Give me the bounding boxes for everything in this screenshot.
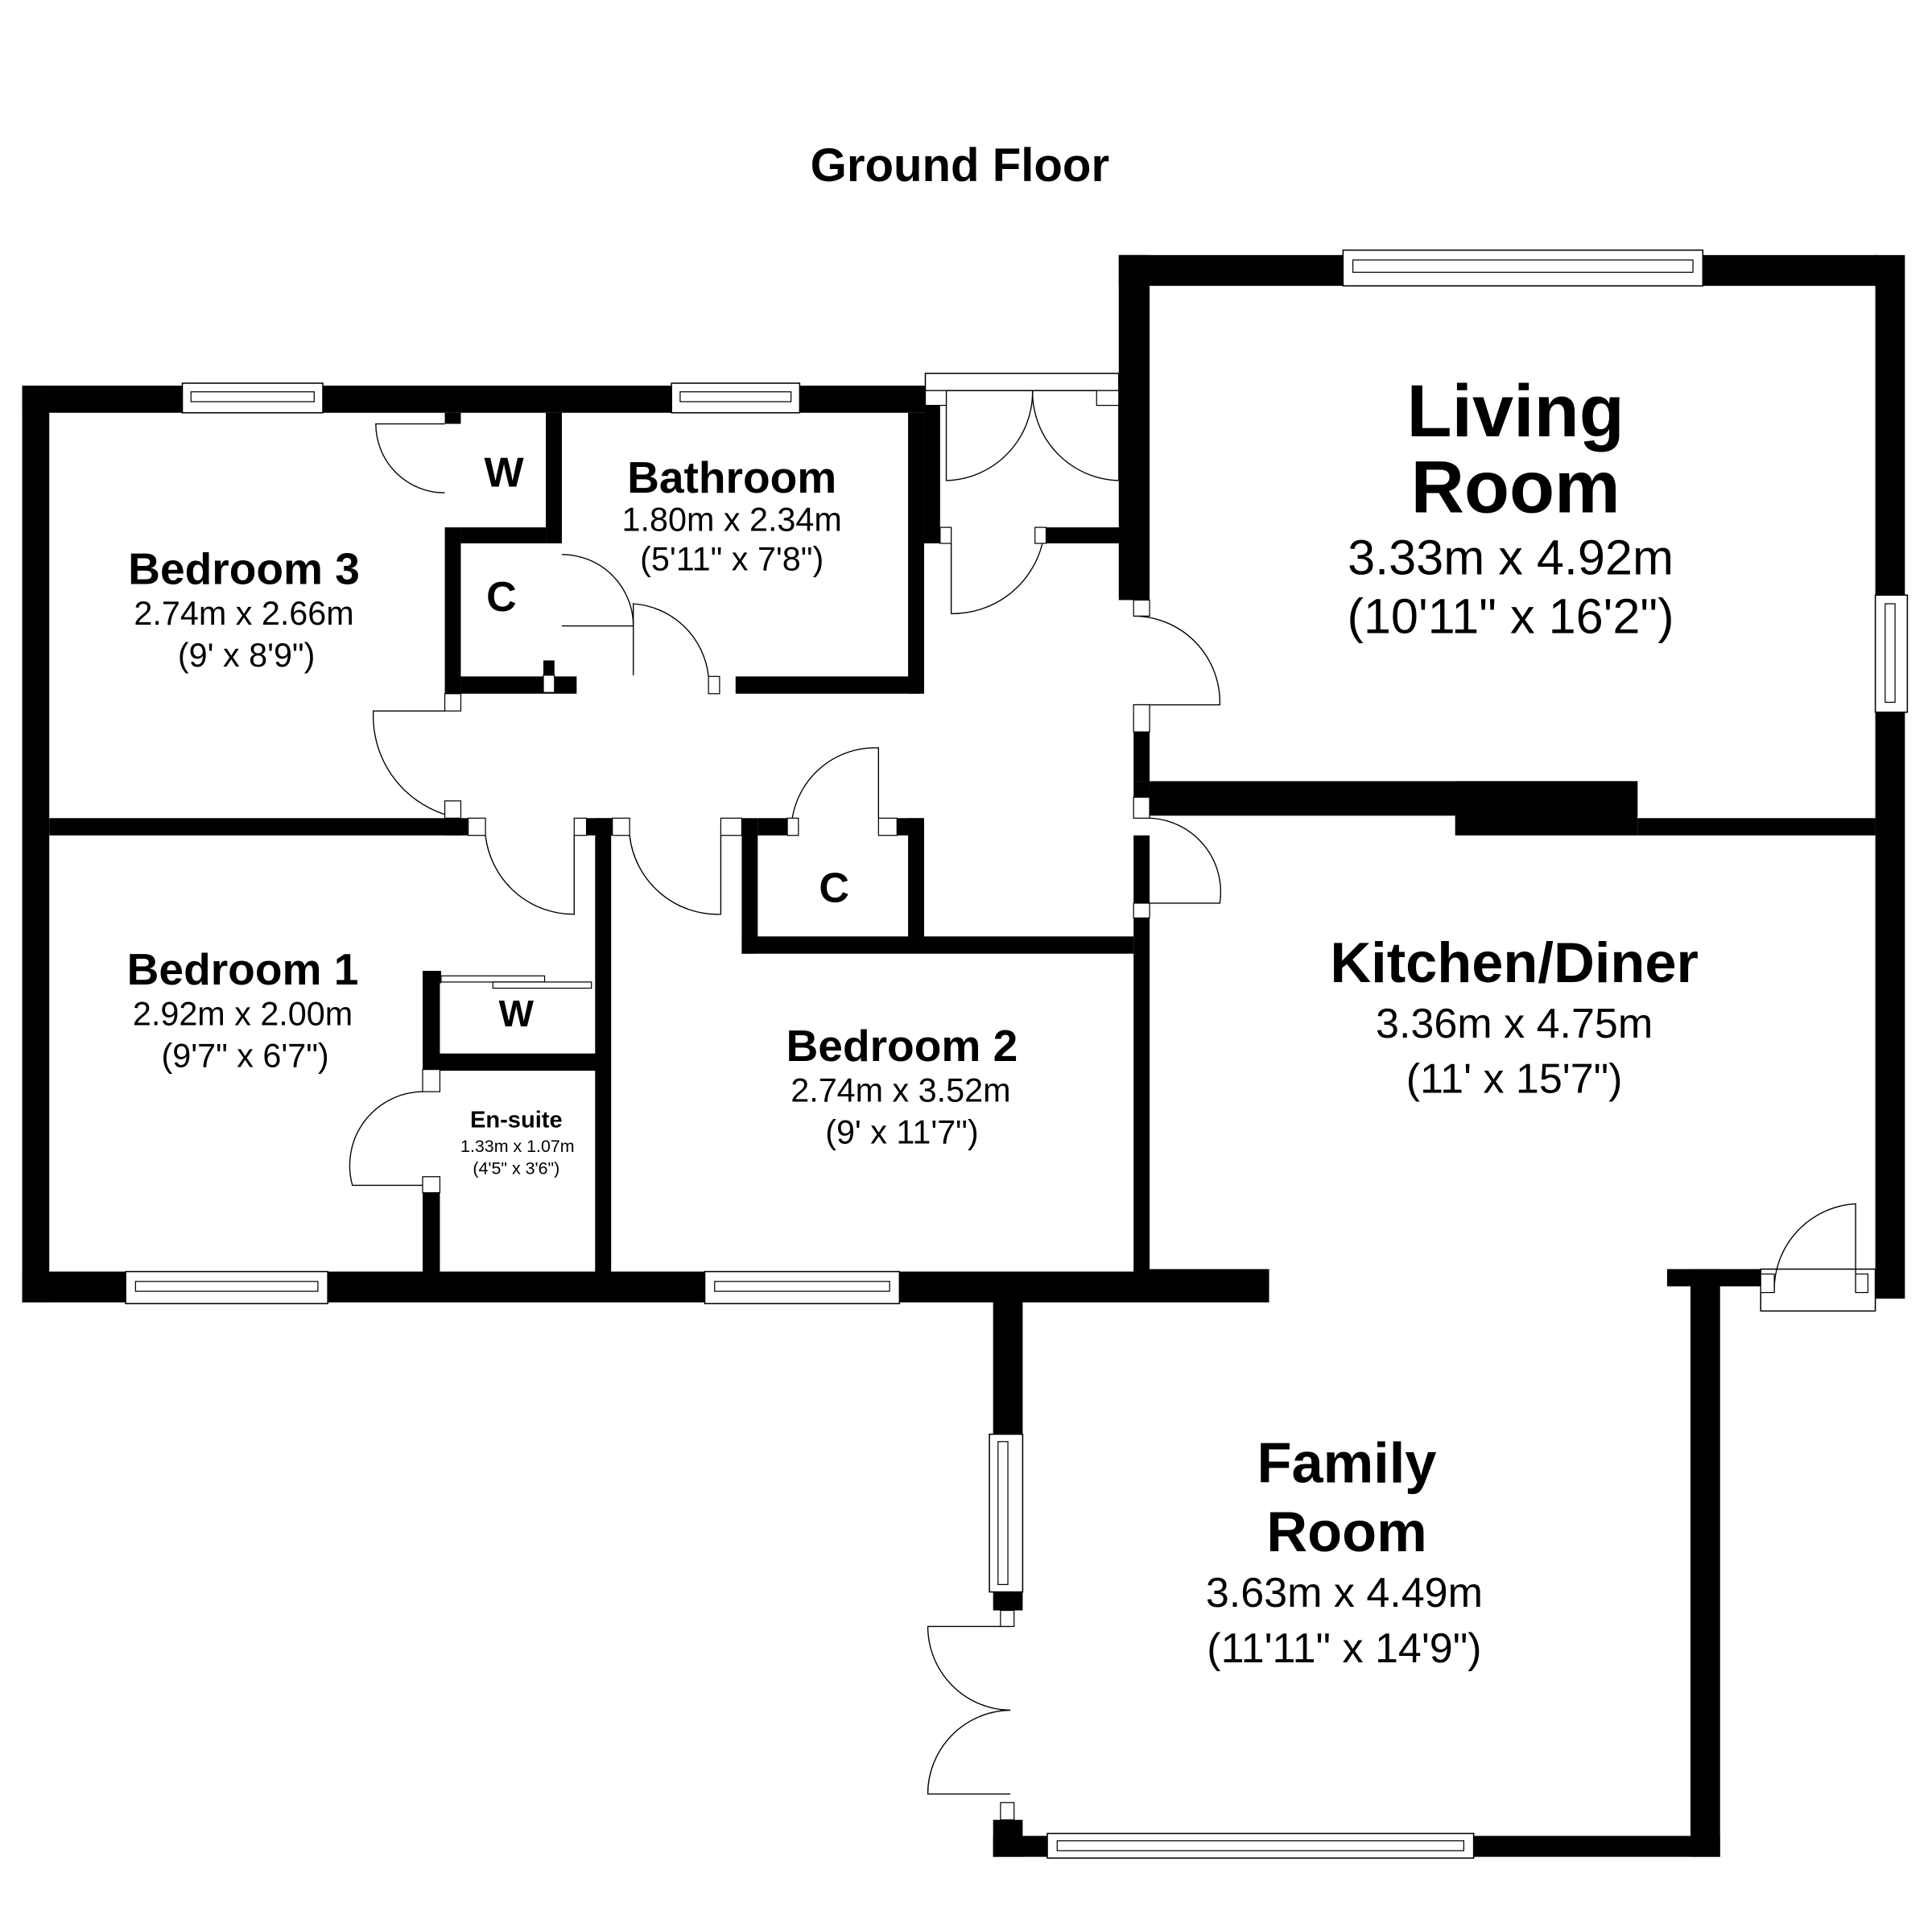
svg-text:(9' x 8'9"): (9' x 8'9") — [178, 637, 316, 674]
svg-text:3.36m x 4.75m: 3.36m x 4.75m — [1376, 1001, 1653, 1047]
label-kitchen-diner: Kitchen/Diner 3.36m x 4.75m (11' x 15'7"… — [1330, 931, 1699, 1103]
label-bedroom-3: Bedroom 3 2.74m x 2.66m (9' x 8'9") — [128, 544, 360, 675]
svg-text:(9'7" x 6'7"): (9'7" x 6'7") — [162, 1038, 329, 1075]
svg-text:Bathroom: Bathroom — [627, 452, 836, 502]
door-front-right — [1031, 390, 1120, 481]
svg-text:Kitchen/Diner: Kitchen/Diner — [1330, 931, 1699, 994]
svg-text:(5'11" x 7'8"): (5'11" x 7'8") — [640, 541, 824, 578]
label-bedroom-2: Bedroom 2 2.74m x 3.52m (9' x 11'7") — [786, 1021, 1018, 1151]
door-family-left — [927, 1625, 1011, 1711]
svg-text:Living: Living — [1406, 370, 1624, 452]
svg-text:(4'5" x 3'6"): (4'5" x 3'6") — [473, 1159, 559, 1179]
label-bed1-wardrobe: W — [499, 993, 535, 1034]
label-hall-cupboard: C — [819, 865, 849, 911]
svg-text:1.80m x 2.34m: 1.80m x 2.34m — [622, 502, 842, 539]
door-bedroom-2 — [629, 835, 722, 915]
door-bedroom-3 — [372, 710, 445, 815]
door-bed3-wardrobe — [375, 423, 445, 493]
svg-text:Room: Room — [1411, 447, 1620, 529]
svg-text:2.74m x 3.52m: 2.74m x 3.52m — [791, 1071, 1010, 1108]
door-kitchen — [1150, 817, 1222, 904]
svg-text:(11'11" x 14'9"): (11'11" x 14'9") — [1207, 1625, 1481, 1672]
label-bed3-cupboard: C — [486, 574, 517, 621]
svg-text:Bedroom 1: Bedroom 1 — [127, 944, 359, 994]
label-en-suite: En-suite 1.33m x 1.07m (4'5" x 3'6") — [460, 1108, 575, 1179]
svg-text:En-suite: En-suite — [470, 1108, 563, 1133]
door-hall-cupboard — [791, 747, 880, 819]
svg-text:Room: Room — [1266, 1500, 1426, 1563]
door-porch-inner — [950, 543, 1043, 614]
label-family-room: Family Room 3.63m x 4.49m (11'11" x 14'9… — [1206, 1430, 1483, 1671]
walls — [22, 254, 1905, 1857]
svg-text:3.63m x 4.49m: 3.63m x 4.49m — [1206, 1570, 1483, 1616]
svg-text:2.74m x 2.66m: 2.74m x 2.66m — [134, 595, 353, 632]
door-kitchen-back — [1773, 1203, 1856, 1293]
door-bed3-cupboard — [561, 554, 634, 627]
svg-text:(10'11" x 16'2"): (10'11" x 16'2") — [1348, 589, 1674, 644]
room-labels: Living Room 3.33m x 4.92m (10'11" x 16'2… — [127, 370, 1699, 1672]
svg-text:Bedroom 2: Bedroom 2 — [786, 1021, 1018, 1071]
svg-text:1.33m x 1.07m: 1.33m x 1.07m — [460, 1137, 575, 1156]
door-living-room — [1133, 615, 1220, 706]
door-en-suite — [349, 1091, 423, 1187]
svg-text:Family: Family — [1257, 1430, 1436, 1494]
floor-title: Ground Floor — [811, 139, 1109, 192]
svg-text:3.33m x 4.92m: 3.33m x 4.92m — [1348, 530, 1674, 584]
door-family-right — [927, 1709, 1011, 1795]
door-bedroom-1 — [485, 835, 575, 915]
door-front-left — [945, 390, 1034, 481]
doors — [349, 390, 1869, 1821]
label-bed3-wardrobe: W — [484, 450, 524, 497]
door-bathroom — [633, 603, 709, 677]
svg-text:(9' x 11'7"): (9' x 11'7") — [825, 1113, 978, 1150]
svg-text:2.92m x 2.00m: 2.92m x 2.00m — [133, 995, 353, 1032]
label-living-room: Living Room 3.33m x 4.92m (10'11" x 16'2… — [1348, 370, 1674, 644]
svg-text:Bedroom 3: Bedroom 3 — [128, 544, 360, 594]
svg-text:(11' x 15'7"): (11' x 15'7") — [1406, 1056, 1623, 1103]
label-bathroom: Bathroom 1.80m x 2.34m (5'11" x 7'8") — [622, 452, 842, 577]
label-bedroom-1: Bedroom 1 2.92m x 2.00m (9'7" x 6'7") — [127, 944, 359, 1075]
